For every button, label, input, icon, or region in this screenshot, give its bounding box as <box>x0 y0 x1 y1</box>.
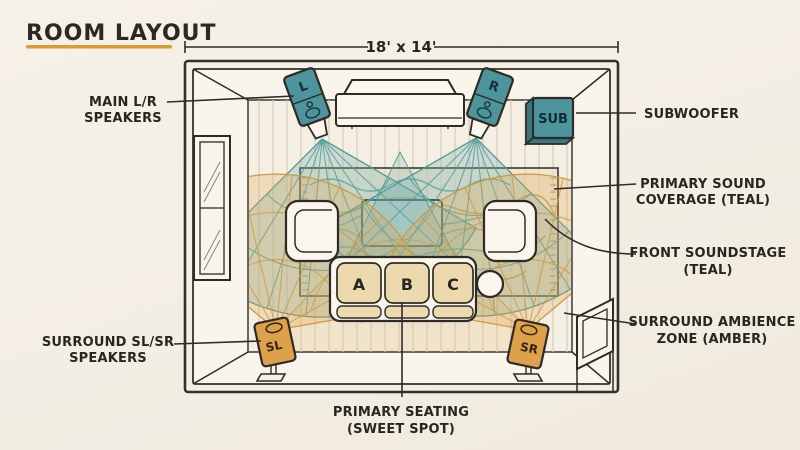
callout-surround-zone: SURROUND AMBIENCE ZONE (AMBER) <box>628 315 795 347</box>
window <box>193 135 231 281</box>
callout-labels: MAIN L/R SPEAKERS SUBWOOFER PRIMARY SOUN… <box>42 95 795 437</box>
subwoofer-label: SUB <box>538 112 568 127</box>
callout-line-primary-coverage <box>553 183 637 190</box>
subwoofer-box: SUB <box>523 96 576 146</box>
seat-cushion-c <box>432 262 474 304</box>
seat-label-b: B <box>401 275 413 294</box>
svg-text:SURROUND SL/SR: SURROUND SL/SR <box>42 335 174 350</box>
wall-corner-lines <box>192 68 611 385</box>
svg-text:(TEAL): (TEAL) <box>683 263 732 278</box>
speaker-surround-left: SL <box>253 316 297 382</box>
speaker-driver <box>265 322 283 334</box>
speaker-label-right: R <box>486 78 501 96</box>
svg-text:PRIMARY SEATING: PRIMARY SEATING <box>333 405 469 420</box>
speaker-driver <box>476 107 492 119</box>
side-table <box>475 269 505 299</box>
sofa: A B C <box>328 255 478 323</box>
svg-text:SUBWOOFER: SUBWOOFER <box>644 107 739 122</box>
speaker-front-left: L <box>283 67 331 140</box>
svg-text:SPEAKERS: SPEAKERS <box>84 111 162 126</box>
seat-label-c: C <box>447 275 459 294</box>
seat-cushion-a <box>336 262 382 304</box>
svg-text:PRIMARY SOUND: PRIMARY SOUND <box>640 177 766 192</box>
speaker-driver <box>520 324 538 336</box>
stand-base <box>255 373 287 382</box>
dimension-line: 18' x 14' <box>184 38 619 56</box>
callout-primary-seating: PRIMARY SEATING (SWEET SPOT) <box>333 405 469 437</box>
svg-text:FRONT SOUNDSTAGE: FRONT SOUNDSTAGE <box>630 246 787 261</box>
speaker-front-right: R <box>466 67 514 140</box>
callout-main-speakers: MAIN L/R SPEAKERS <box>84 95 162 126</box>
speaker-driver <box>305 107 321 119</box>
surround-left-label: SL <box>264 338 283 355</box>
speaker-surround-right: SR <box>506 318 550 382</box>
seat-label-a: A <box>353 275 366 294</box>
callout-subwoofer: SUBWOOFER <box>644 107 739 122</box>
callout-front-soundstage: FRONT SOUNDSTAGE (TEAL) <box>630 246 787 278</box>
callout-line-front-soundstage <box>544 218 637 255</box>
armchair-right <box>482 199 538 263</box>
callout-lines <box>166 95 637 397</box>
title-text: ROOM LAYOUT <box>26 21 217 46</box>
callout-line-surround-speakers <box>173 340 262 345</box>
callout-line-surround-zone <box>563 312 637 325</box>
svg-text:COVERAGE (TEAL): COVERAGE (TEAL) <box>636 193 770 208</box>
title-underline <box>26 45 172 49</box>
svg-text:SURROUND AMBIENCE: SURROUND AMBIENCE <box>628 315 795 330</box>
tv-top-view <box>342 79 458 95</box>
callout-primary-coverage: PRIMARY SOUND COVERAGE (TEAL) <box>636 177 770 208</box>
svg-text:(SWEET SPOT): (SWEET SPOT) <box>347 422 455 437</box>
window-glass-shine <box>203 161 221 271</box>
coffee-table <box>361 199 443 247</box>
svg-text:MAIN L/R: MAIN L/R <box>89 95 157 110</box>
stand-base <box>512 373 544 382</box>
page-title: ROOM LAYOUT <box>26 21 217 49</box>
tv-console <box>335 79 465 129</box>
callout-line-main-speakers <box>166 95 295 103</box>
svg-text:SPEAKERS: SPEAKERS <box>69 351 147 366</box>
dimension-label: 18' x 14' <box>365 38 436 56</box>
svg-text:ZONE (AMBER): ZONE (AMBER) <box>657 332 768 347</box>
surround-right-label: SR <box>519 340 539 357</box>
armchair-left <box>284 199 340 263</box>
callout-surround-speakers: SURROUND SL/SR SPEAKERS <box>42 335 174 366</box>
seat-cushion-b <box>384 262 430 304</box>
media-console <box>335 93 465 127</box>
